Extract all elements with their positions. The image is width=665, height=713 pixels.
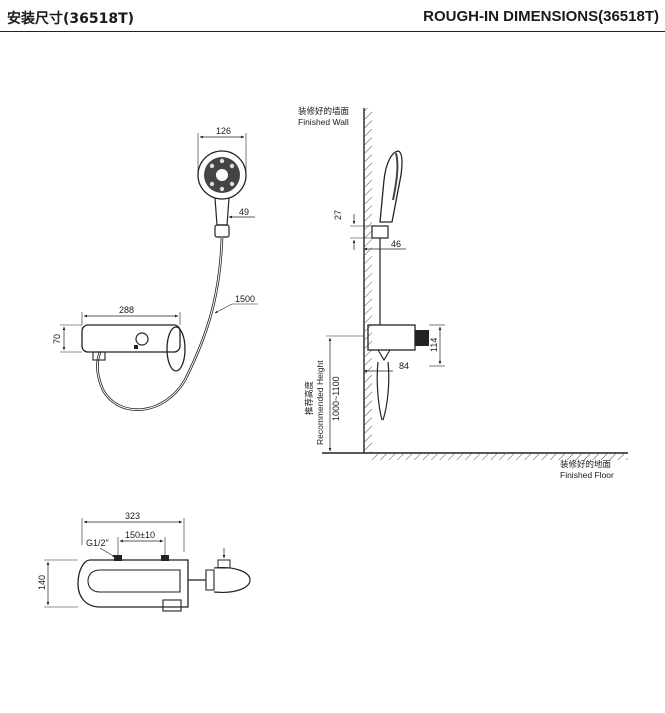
header-title-en: ROUGH-IN DIMENSIONS(36518T) <box>423 8 659 25</box>
dim-head-width: 126 <box>216 126 231 136</box>
height-label-en: Recommended Height <box>315 360 325 445</box>
hand-shower-side <box>371 150 403 239</box>
front-view: 126 49 1500 288 70 <box>52 126 258 411</box>
valve-front <box>81 324 186 372</box>
dim-valve-height: 70 <box>52 334 62 344</box>
dim-inlet-center: 150±10 <box>125 530 155 540</box>
floor-label-cn: 装修好的地面 <box>560 459 612 469</box>
dim-outlet-depth: 84 <box>399 361 409 371</box>
dim-valve-depth: 114 <box>429 338 439 352</box>
shower-head-front <box>197 150 247 238</box>
dim-total-width: 323 <box>125 511 140 521</box>
valve-top <box>77 548 251 612</box>
side-view: 装修好的墙面 Finished Wall 装修好的地面 Finished Flo… <box>298 106 628 480</box>
wall-label-cn: 装修好的墙面 <box>298 106 350 116</box>
dim-holder-depth: 46 <box>391 239 401 249</box>
dim-hose-length: 1500 <box>235 294 255 304</box>
top-view: 323 150±10 G1/2" 140 <box>37 511 251 612</box>
wall-label-en: Finished Wall <box>298 117 349 127</box>
dim-holder-gap: 27 <box>333 210 343 220</box>
valve-side <box>367 324 429 421</box>
height-label-cn: 推荐高度 <box>304 380 314 415</box>
dim-valve-width: 288 <box>119 305 134 315</box>
dim-recommended-height: 1000~1100 <box>331 376 341 421</box>
header-rule <box>0 31 665 32</box>
dim-top-height: 140 <box>37 575 47 590</box>
header-title-cn: 安装尺寸(36518T) <box>7 11 135 27</box>
dim-handle-offset: 49 <box>239 207 249 217</box>
dim-inlet-thread: G1/2" <box>86 538 109 548</box>
floor-label-en: Finished Floor <box>560 470 614 480</box>
